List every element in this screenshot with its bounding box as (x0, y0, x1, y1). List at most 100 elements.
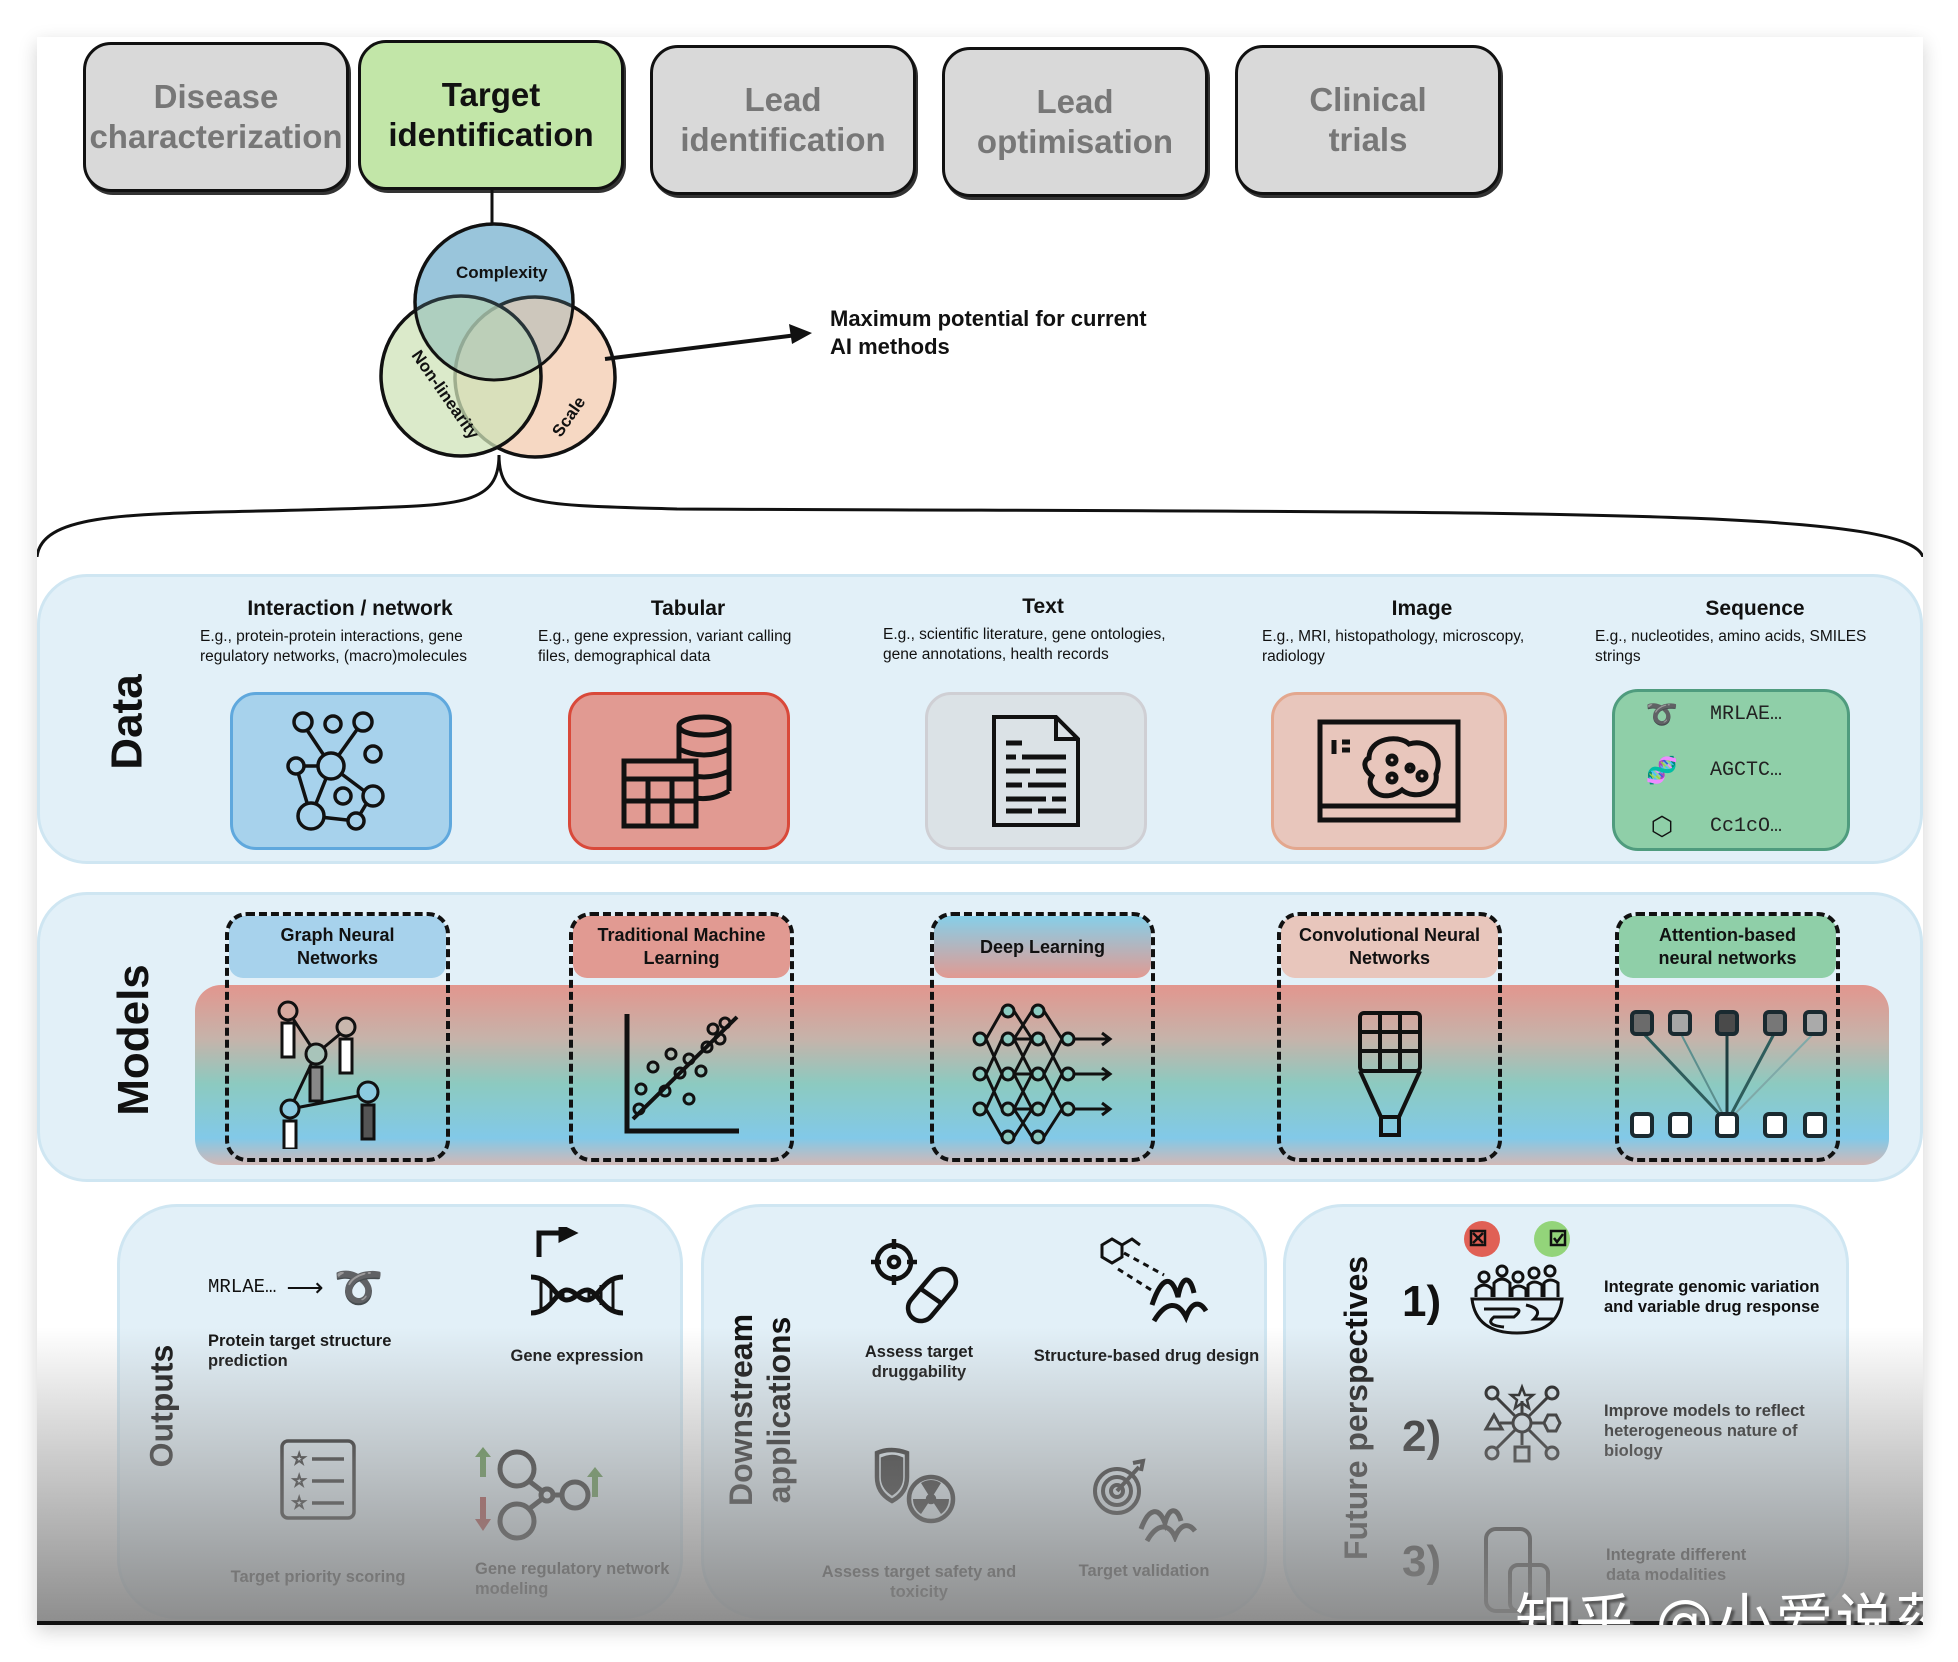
venn-label-nonlinearity: Non-linearity (407, 346, 483, 443)
sequence-text: MRLAE… (1710, 702, 1783, 726)
data-card-image (1271, 692, 1507, 850)
data-type-title: Sequence (1705, 597, 1805, 620)
sequence-row: ➰ MRLAE… (1642, 686, 1820, 742)
downstream-label: Structure-based drug design (1033, 1347, 1260, 1365)
venn-label-complexity: Complexity (456, 263, 548, 282)
table-database-icon (621, 714, 732, 829)
outputs-title: Outputs (143, 1344, 180, 1468)
model-tag: Deep Learning (934, 916, 1151, 978)
cnn-filter-icon (1357, 1011, 1422, 1137)
callout-line: Maximum potential for current (830, 306, 1147, 331)
downstream-label: Target validation (1078, 1562, 1210, 1580)
data-type-tabular: Tabular E.g., gene expression, variant c… (538, 597, 838, 667)
stage-label: Lead (744, 81, 822, 118)
bullseye-protein-icon (1093, 1458, 1197, 1544)
sequence-text: AGCTC… (1710, 758, 1783, 782)
venn-label-scale: Scale (548, 393, 590, 441)
data-band: Data Interaction / network E.g., protein… (37, 574, 1923, 864)
data-type-interaction-network: Interaction / network E.g., protein-prot… (200, 597, 500, 667)
callout-line: AI methods (830, 334, 950, 359)
heterogeneous-hub-icon (1483, 1383, 1562, 1463)
data-card-tabular (568, 692, 790, 850)
microscopy-image-icon (1317, 719, 1461, 823)
callout-arrow (604, 333, 798, 361)
data-type-title: Tabular (650, 597, 726, 620)
data-card-text (925, 692, 1147, 850)
curly-brace (37, 454, 1923, 557)
output-gene-expression: Gene expression (492, 1222, 662, 1366)
model-deep-learning: Deep Learning (930, 912, 1155, 1162)
data-type-title: Text (1022, 595, 1064, 618)
outputs-panel: Outputs MRLAE… ⟶ ➰ Protein target struct… (117, 1204, 683, 1619)
sequence-text: Cc1cO… (1710, 814, 1783, 838)
data-type-title: Interaction / network (247, 597, 453, 620)
stage-label: Lead (1036, 83, 1114, 120)
stage-label: Clinical (1309, 81, 1427, 118)
models-band-title: Models (108, 964, 158, 1116)
stage-label: identification (680, 121, 886, 158)
future-perspectives-panel: Future perspectives 1) Integrate genomic… (1283, 1204, 1849, 1619)
data-type-desc: E.g., scientific literature, gene ontolo… (883, 626, 1166, 663)
stage-label: trials (1328, 121, 1408, 158)
regulatory-network-icon (475, 1447, 603, 1541)
protein-structure-icon: ➰ (333, 1265, 384, 1310)
downstream-structure-drug-design: Structure-based drug design (1024, 1235, 1269, 1366)
target-pill-icon (871, 1239, 959, 1324)
data-type-image: Image E.g., MRI, histopathology, microsc… (1262, 597, 1582, 667)
ranked-list-icon: ☆☆☆ (280, 1439, 356, 1520)
perspective-number: 3) (1402, 1537, 1442, 1586)
data-type-text: Text E.g., scientific literature, gene o… (883, 595, 1203, 665)
venn-circle-complexity (413, 222, 575, 382)
stage-label: Disease (153, 78, 279, 115)
population-globe-icon (1454, 1217, 1574, 1337)
sequence-text: MRLAE… (208, 1276, 277, 1298)
output-label: Target priority scoring (230, 1568, 406, 1586)
gene-expression-icon (530, 1222, 624, 1316)
attention-icon (1630, 1010, 1827, 1138)
sequence-row: 🧬 AGCTC… (1642, 742, 1820, 798)
graph-nn-icon (277, 1000, 379, 1149)
dna-icon: 🧬 (1645, 754, 1679, 785)
sequence-row: ⬡ Cc1cO… (1642, 798, 1820, 854)
downstream-target-validation: Target validation (1044, 1457, 1244, 1581)
shield-radiation-icon (874, 1447, 956, 1524)
callout-arrowhead (789, 324, 812, 344)
svg-text:☆: ☆ (292, 1495, 306, 1512)
svg-text:☆: ☆ (292, 1451, 306, 1468)
stage-label: identification (388, 116, 594, 153)
data-type-desc: E.g., protein-protein interactions, gene… (200, 628, 468, 665)
data-type-sequence: Sequence E.g., nucleotides, amino acids,… (1595, 597, 1915, 667)
molecule-icon: ⬡ (1650, 810, 1674, 841)
molecule-protein-icon (1100, 1237, 1208, 1324)
protein-helix-icon: ➰ (1645, 698, 1679, 729)
data-card-sequence: ➰ MRLAE… 🧬 AGCTC… ⬡ Cc1cO… (1612, 689, 1850, 851)
scatter-regression-icon (624, 1014, 739, 1134)
stage-label: optimisation (976, 123, 1174, 160)
output-target-priority: ☆☆☆ Target priority scoring (208, 1437, 428, 1587)
data-type-title: Image (1391, 597, 1453, 620)
output-label: Gene expression (510, 1347, 644, 1365)
